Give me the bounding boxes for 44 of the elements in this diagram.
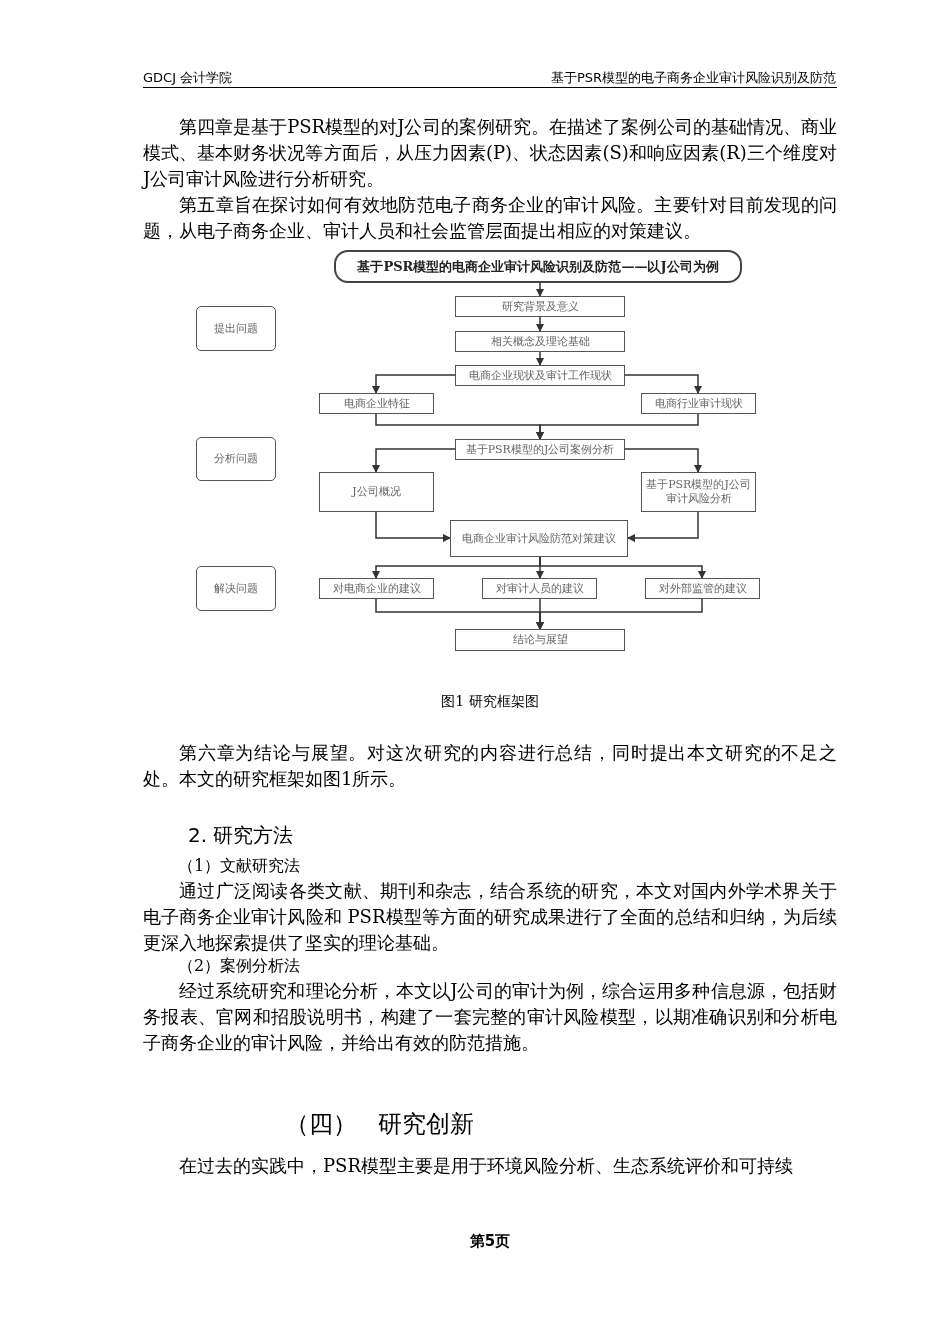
paragraph: 在过去的实践中，PSR模型主要是用于环境风险分析、生态系统评价和可持续 [178,1154,794,1178]
paragraph: 通过广泛阅读各类文献、期刊和杂志，结合系统的研究，本文对国内外学术界关于电子商务企业审计风险和 PSR模型等方面的研究成果进行了全面的总结和归纳，为后续更深入地探索提供了坚实的理论基础。 [143,879,837,955]
process-box: 研究背景及意义 [455,296,625,317]
process-box: 相关概念及理论基础 [455,331,625,352]
header-text: 基于PSR模型的电子商务企业审计风险识别及防范 [549,69,836,87]
arrow [536,351,544,366]
section-heading: 研究创新 [378,1109,474,1140]
arrow [536,282,544,297]
process-box: 结论与展望 [455,629,625,651]
process-box: 电商企业特征 [319,393,434,414]
arrow [624,374,702,394]
stage-box: 解决问题 [196,566,276,611]
section-heading: （四） [285,1109,357,1140]
paragraph: 第五章旨在探讨如何有效地防范电子商务企业的审计风险。主要针对目前发现的问题，从电子商务企业、审计人员和社会监管层面提出相应的对策建议。 [143,193,837,243]
title-box: 基于PSR模型的电商企业审计风险识别及防范——以J公司为例 [334,250,742,283]
paragraph: 第六章为结论与展望。对这次研究的内容进行总结，同时提出本文研究的不足之处。本文的研究框架如图1所示。 [143,741,837,791]
process-box: 对电商企业的建议 [319,578,434,599]
process-box: 基于PSR模型的J公司审计风险分析 [641,472,756,512]
paragraph: 第四章是基于PSR模型的对J公司的案例研究。在描述了案例公司的基础情况、商业模式、基本财务状况等方面后，从压力因素(P)、状态因素(S)和响应因素(R)三个维度对J公司审计风险进行分析研究。 [143,115,837,191]
header-text: GDCJ 会计学院 [143,69,233,87]
page-number: 第5页 [468,1231,512,1252]
stage-box: 分析问题 [196,437,276,481]
arrow [539,556,706,579]
process-box: 对审计人员的建议 [482,578,597,599]
arrow [536,316,544,332]
figure-caption: 图1 研究框架图 [440,692,540,711]
process-box: 电商企业现状及审计工作现状 [455,365,625,386]
process-box: 电商行业审计现状 [641,393,756,414]
subheading: （2）案例分析法 [178,955,301,977]
section-heading: 2. 研究方法 [188,822,294,849]
arrow [375,511,451,542]
arrow [372,448,456,473]
arrow [536,413,699,440]
arrow [627,511,699,542]
arrow [536,598,703,630]
process-box: 对外部监管的建议 [645,578,760,599]
subheading: （1）文献研究法 [178,855,301,877]
process-box: 电商企业审计风险防范对策建议 [450,520,628,557]
stage-box: 提出问题 [196,306,276,351]
process-box: 基于PSR模型的J公司案例分析 [455,439,625,460]
arrow [624,448,702,473]
arrow [372,374,456,394]
paragraph: 经过系统研究和理论分析，本文以J公司的审计为例，综合运用多种信息源，包括财务报表、官网和招股说明书，构建了一套完整的审计风险模型，以期准确识别和分析电子商务企业的审计风险，并给出有效的防范措施。 [143,979,837,1055]
process-box: J公司概况 [319,472,434,512]
